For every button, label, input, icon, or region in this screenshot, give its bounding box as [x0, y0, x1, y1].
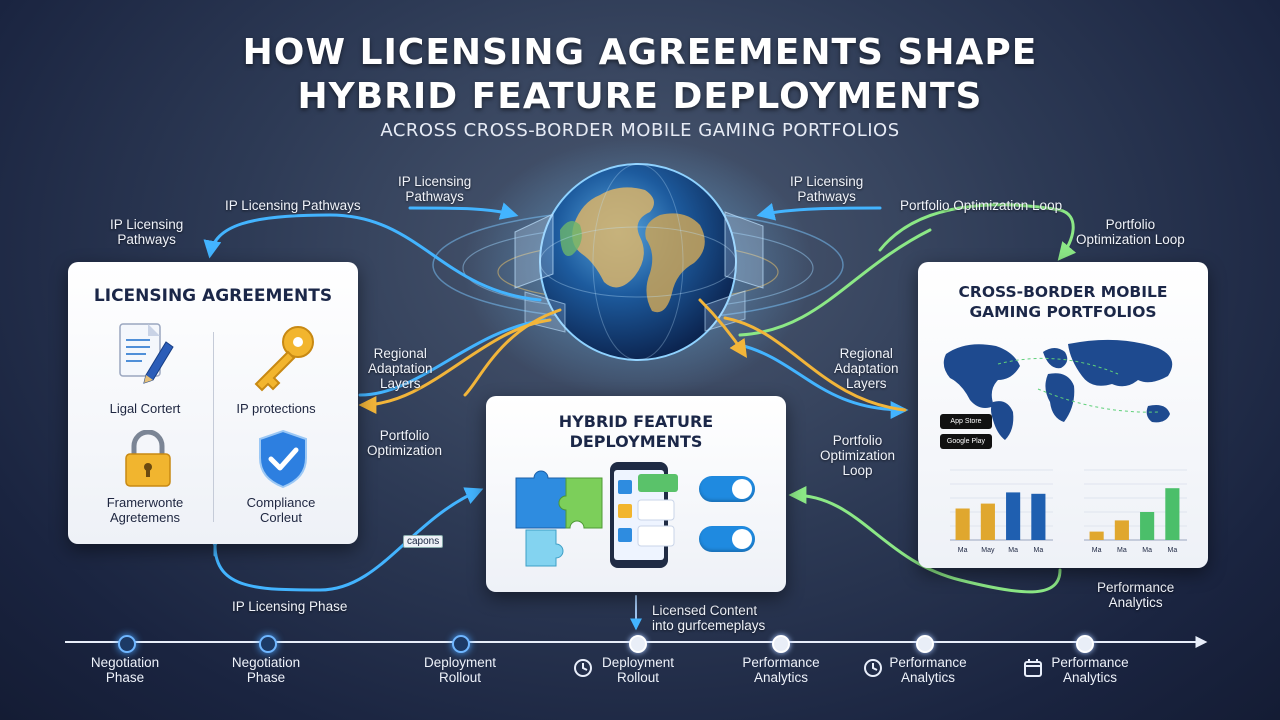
timeline-label-2: Negotiation Phase	[231, 655, 301, 685]
label-licensed-content: Licensed Content into gurfcemeplays	[652, 603, 766, 633]
label-ip-pathways-center-left: IP Licensing Pathways	[398, 174, 472, 204]
timeline-label-6: Performance Analytics	[889, 655, 967, 685]
puzzle-pieces-icon	[515, 470, 603, 567]
app-store-badge[interactable]: App Store	[940, 414, 992, 429]
hybrid-card-title: HYBRID FEATURE DEPLOYMENTS	[558, 412, 714, 451]
licensing-item-label-4: Compliance Corleut	[246, 495, 316, 525]
page-subtitle: ACROSS CROSS-BORDER MOBILE GAMING PORTFO…	[380, 120, 900, 141]
timeline-node-6[interactable]	[916, 635, 934, 653]
timeline-node-4[interactable]	[629, 635, 647, 653]
licensing-item-label-2: IP protections	[236, 401, 316, 416]
hybrid-feature-card[interactable]: HYBRID FEATURE DEPLOYMENTS	[486, 396, 786, 592]
label-ip-pathways-far-left: IP Licensing Pathways	[110, 217, 184, 247]
chart-right-tick-label: Ma	[1117, 547, 1127, 554]
timeline-node-5[interactable]	[772, 635, 790, 653]
chart-right-tick-label: Ma	[1092, 547, 1102, 554]
chart-left-tick-label: Ma	[1034, 547, 1044, 554]
label-ip-pathways-top-left: IP Licensing Pathways	[225, 198, 361, 213]
card-divider	[213, 332, 214, 522]
feature-toggle-1[interactable]	[699, 476, 755, 502]
timeline-node-1[interactable]	[118, 635, 136, 653]
chart-left-bar	[1031, 493, 1046, 540]
chart-right-tick-label: Ma	[1168, 547, 1178, 554]
padlock-icon	[125, 430, 171, 487]
label-portfolio-loop-right: Portfolio Optimization Loop	[1076, 217, 1185, 247]
licensing-item-label-3: Framerwonte Agretemens	[106, 495, 184, 525]
page-title-line2: HYBRID FEATURE DEPLOYMENTS	[297, 76, 983, 117]
chart-left-bar	[1006, 492, 1021, 540]
small-tag: capons	[403, 535, 444, 548]
key-icon	[254, 326, 314, 392]
timeline-label-3: Deployment Rollout	[423, 655, 497, 685]
document-pen-icon	[119, 323, 174, 384]
world-map-icon	[943, 339, 1173, 440]
timeline-node-7[interactable]	[1076, 635, 1094, 653]
label-regional-left: Regional Adaptation Layers	[368, 346, 433, 391]
timeline-label-1: Negotiation Phase	[90, 655, 160, 685]
chart-right-tick-label: Ma	[1142, 547, 1152, 554]
calendar-icon	[1024, 659, 1042, 677]
portfolio-card-title: CROSS-BORDER MOBILE GAMING PORTFOLIOS	[958, 283, 1168, 321]
feature-toggle-2[interactable]	[699, 526, 755, 552]
licensing-item-label-1: Ligal Cortert	[109, 401, 181, 416]
timeline-node-2[interactable]	[259, 635, 277, 653]
label-portfolio-opt-left: Portfolio Optimization	[367, 428, 443, 458]
chart-left-bar	[980, 503, 995, 540]
label-ip-pathways-center-right: IP Licensing Pathways	[790, 174, 864, 204]
label-ip-phase: IP Licensing Phase	[232, 599, 348, 614]
chart-right-bar	[1089, 531, 1104, 540]
timeline-label-7: Performance Analytics	[1051, 655, 1129, 685]
globe-icon	[432, 138, 844, 398]
bar-chart-right: Ma Ma Ma Ma	[1084, 469, 1187, 554]
chart-left-tick-label: Ma	[1008, 547, 1018, 554]
chart-left-tick-label: Ma	[958, 547, 968, 554]
timeline-node-3[interactable]	[452, 635, 470, 653]
label-regional-right: Regional Adaptation Layers	[834, 346, 899, 391]
licensing-agreements-card[interactable]: LICENSING AGREEMENTS Ligal Cortert IP pr…	[68, 262, 358, 544]
portfolio-card[interactable]: CROSS-BORDER MOBILE GAMING PORTFOLIOS Ap…	[918, 262, 1208, 568]
licensing-card-title: LICENSING AGREEMENTS	[93, 286, 333, 306]
clock-icon	[574, 659, 592, 677]
chart-right-bar	[1114, 520, 1129, 540]
label-portfolio-loop-top: Portfolio Optimization Loop	[900, 198, 1063, 213]
timeline-label-5: Performance Analytics	[742, 655, 820, 685]
label-portfolio-opt-loop-right: Portfolio Optimization Loop	[820, 433, 896, 478]
bar-chart-left: Ma May Ma Ma	[950, 469, 1053, 554]
clock-icon	[864, 659, 882, 677]
google-play-badge[interactable]: Google Play	[940, 434, 992, 449]
label-performance-analytics-right: Performance Analytics	[1097, 580, 1175, 610]
smartphone-app-icon	[610, 462, 678, 568]
chart-right-bar	[1140, 512, 1155, 540]
timeline-label-4: Deployment Rollout	[601, 655, 675, 685]
shield-check-icon	[259, 429, 307, 489]
page-title-line1: HOW LICENSING AGREEMENTS SHAPE	[242, 32, 1038, 73]
chart-right-bar	[1165, 488, 1180, 540]
chart-left-tick-label: May	[981, 547, 995, 554]
chart-left-bar	[955, 508, 970, 540]
